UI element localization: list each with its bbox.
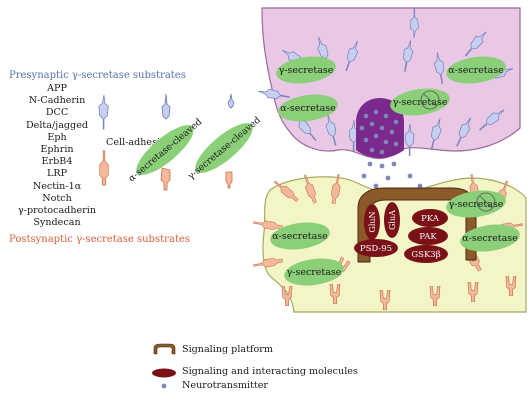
- alpha-secretase-label: α-secretase: [462, 233, 518, 244]
- postsynaptic-title: Postsynaptic γ-secretase substrates: [9, 234, 190, 245]
- postsynaptic-terminal: GluN GluA PKA PAK GSK3β PSD-95 γ-secreta…: [252, 173, 527, 313]
- molecule-glun: GluN: [364, 204, 380, 240]
- substrate-list: APP N-Cadherin DCC Delta/jagged Eph Ephr…: [10, 83, 104, 229]
- legend-molecule-icon: [152, 368, 176, 378]
- presynaptic-membrane: [261, 7, 521, 160]
- gamma-secretase-label: γ-secretase: [393, 97, 448, 108]
- substrate-item: N-Cadherin: [28, 95, 86, 107]
- alpha-secretase-post-2: α-secretase: [460, 224, 520, 252]
- substrate-item: Eph: [47, 131, 67, 143]
- gamma-secretase-label: γ-secretase: [279, 65, 334, 76]
- legend-icons: [152, 343, 176, 389]
- glua-label: GluA: [388, 210, 397, 230]
- gamma-secretase-label: γ-secretase: [287, 267, 342, 278]
- presynaptic-terminal: γ-secretase α-secretase α-secretase γ-se…: [257, 7, 521, 160]
- substrate-item: γ-protocadherin: [17, 205, 97, 217]
- substrate-item: Ephrin: [40, 144, 74, 156]
- presynaptic-title: Presynaptic γ-secretase substrates: [9, 70, 186, 81]
- gamma-secretase-pre-1: γ-secretase: [276, 56, 336, 84]
- cell-adhesion-label: Cell-adhesion: [106, 137, 172, 148]
- molecule-glua: GluA: [384, 202, 400, 238]
- gsk3b-label: GSK3β: [411, 250, 440, 260]
- gamma-secretase-post-2: γ-secretase: [284, 258, 344, 286]
- substrate-item: APP: [47, 83, 67, 94]
- alpha-secretase-post-1: α-secretase: [270, 222, 330, 250]
- substrate-item: DCC: [45, 107, 69, 119]
- synaptic-vesicle: [356, 98, 404, 158]
- molecule-gsk3b: GSK3β: [404, 245, 448, 263]
- gamma-secretase-pre-2: γ-secretase: [390, 88, 450, 116]
- molecule-psd95: PSD-95: [354, 239, 398, 257]
- substrate-item: ErbB4: [41, 156, 73, 168]
- gamma-secretase-post-1: γ-secretase: [446, 190, 506, 218]
- alpha-secretase-label: α-secretase: [280, 103, 336, 114]
- pak-label: PAK: [419, 232, 437, 242]
- alpha-secretase-pre-2: α-secretase: [278, 94, 338, 122]
- legend-platform-label: Signaling platform: [182, 344, 273, 355]
- legend-molecules-label: Signaling and interacting molecules: [182, 366, 358, 377]
- molecule-pak: PAK: [408, 227, 448, 245]
- glun-label: GluN: [368, 211, 377, 232]
- legend-platform-icon: [153, 343, 176, 355]
- gamma-secretase-label: γ-secretase: [449, 199, 504, 210]
- substrate-item: Nectin-1α: [32, 180, 82, 192]
- alpha-secretase-label: α-secretase: [272, 231, 328, 242]
- substrate-item: Syndecan: [33, 217, 81, 229]
- alpha-secretase-label: α-secretase: [448, 65, 504, 76]
- substrate-item: Notch: [42, 192, 72, 204]
- legend-neurotransmitter-icon: [161, 383, 167, 389]
- substrate-illustration: Cell-adhesion α-secretase-cleaved γ-secr…: [98, 93, 263, 191]
- legend-neurotransmitter-label: Neurotransmitter: [182, 380, 269, 391]
- molecule-pka: PKA: [412, 209, 448, 227]
- alpha-secretase-pre-1: α-secretase: [446, 56, 506, 84]
- psd95-label: PSD-95: [360, 244, 392, 254]
- substrate-item: LRP: [46, 168, 68, 180]
- pka-label: PKA: [421, 214, 440, 224]
- substrate-item: Delta/jagged: [25, 119, 89, 131]
